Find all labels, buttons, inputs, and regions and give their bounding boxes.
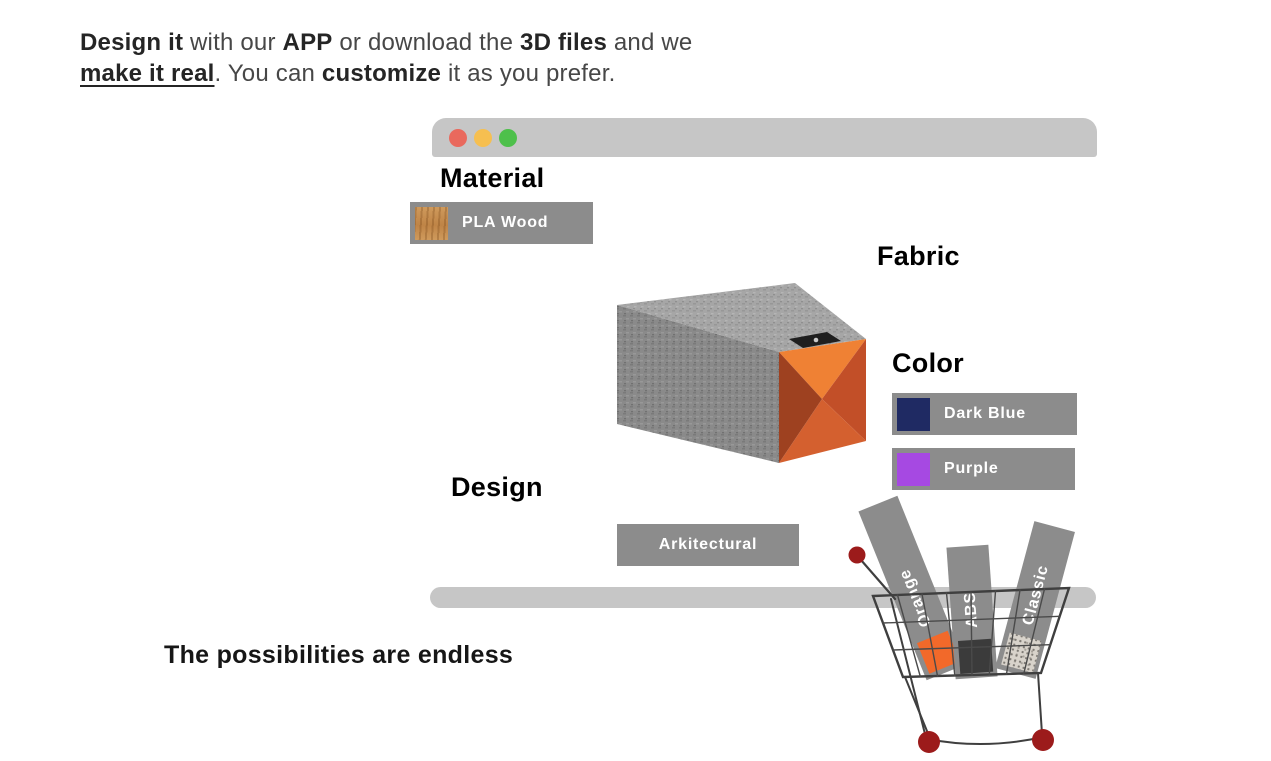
zoom-window-icon	[499, 128, 517, 147]
intro-and-we: and we	[607, 29, 693, 56]
speaker-front-face	[617, 305, 779, 463]
traffic-lights	[449, 128, 517, 147]
cart-handle-knob	[848, 546, 866, 564]
intro-app: APP	[282, 29, 333, 56]
intro-you-can: . You can	[214, 60, 322, 87]
cart-item-label: Orange	[896, 566, 935, 630]
intro-text: Design it with our APP or download the 3…	[80, 27, 692, 89]
purple-swatch	[897, 452, 930, 486]
speaker-orange-side	[779, 339, 866, 463]
dark-blue-swatch	[897, 397, 930, 431]
abs-swatch	[957, 638, 993, 675]
speaker-top-control	[789, 332, 841, 348]
intro-with-our: with our	[183, 29, 283, 56]
speaker-top-face	[617, 283, 866, 352]
speaker-control-dot	[813, 337, 819, 343]
design-option-label: Arkitectural	[658, 536, 758, 553]
speaker-illustration	[617, 283, 866, 463]
classic-fabric-swatch	[1000, 632, 1042, 673]
cart-item-label: Classic	[1019, 563, 1052, 628]
fabric-heading: Fabric	[877, 241, 960, 271]
tagline: The possibilities are endless	[164, 641, 514, 669]
intro-customize: customize	[321, 60, 442, 87]
color-option-label: Purple	[944, 460, 999, 477]
design-heading: Design	[451, 472, 543, 502]
intro-3d-files: 3D files	[520, 29, 607, 56]
material-heading: Material	[440, 163, 545, 193]
cart-item-abs: ABS	[946, 544, 998, 680]
intro-design-it: Design it	[80, 29, 184, 56]
close-window-icon	[449, 128, 467, 147]
laptop-base-bar	[430, 587, 1096, 608]
cart-wheel-right	[1032, 729, 1054, 751]
color-option-purple[interactable]: Purple	[892, 448, 1075, 490]
design-option-arkitectural[interactable]: Arkitectural	[617, 524, 799, 566]
intro-as-you-prefer: it as you prefer.	[441, 60, 616, 87]
cart-wheel-left	[918, 731, 940, 753]
minimize-window-icon	[474, 128, 492, 147]
intro-or-download: or download the	[332, 29, 521, 56]
cart-item-label: ABS	[961, 591, 982, 629]
color-option-dark-blue[interactable]: Dark Blue	[892, 393, 1077, 435]
color-option-label: Dark Blue	[944, 405, 1026, 422]
material-option-pla-wood[interactable]: PLA Wood	[410, 202, 593, 244]
intro-make-it-real: make it real	[80, 60, 215, 87]
browser-top-bar	[432, 118, 1097, 157]
material-option-label: PLA Wood	[462, 214, 549, 231]
wood-swatch	[415, 206, 448, 240]
color-heading: Color	[892, 348, 964, 378]
